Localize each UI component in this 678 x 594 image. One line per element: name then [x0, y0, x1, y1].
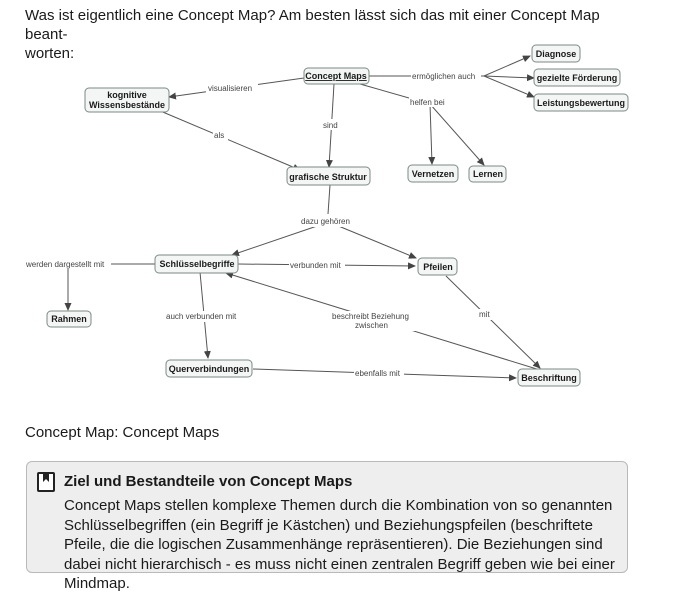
node-lernen: Lernen [468, 165, 507, 183]
node-kognitive-wissensbestaende: kognitive Wissensbestände [84, 87, 170, 113]
svg-text:Wissensbestände: Wissensbestände [89, 100, 165, 110]
node-leistungsbewertung: Leistungsbewertung [533, 93, 629, 112]
edge-label-verbunden: verbunden mit [290, 261, 341, 270]
svg-text:Vernetzen: Vernetzen [412, 169, 455, 179]
svg-text:Pfeilen: Pfeilen [423, 262, 453, 272]
svg-text:grafische Struktur: grafische Struktur [289, 172, 367, 182]
edge-dazu-root [327, 184, 331, 215]
svg-text:Querverbindungen: Querverbindungen [169, 364, 250, 374]
intro-text: Was ist eigentlich eine Concept Map? Am … [25, 6, 645, 63]
concept-map-diagram: visualisieren ermöglichen auch helfen be… [25, 44, 629, 387]
edge-labels: visualisieren ermöglichen auch helfen be… [25, 70, 493, 379]
edge-label-beschreibt-2: zwischen [355, 321, 388, 330]
node-beschriftung: Beschriftung [517, 368, 581, 387]
edge-label-als: als [214, 131, 224, 140]
svg-text:kognitive: kognitive [107, 90, 147, 100]
edge-als [157, 109, 301, 171]
node-grafische-struktur: grafische Struktur [286, 166, 371, 186]
info-box-title: Ziel und Bestandteile von Concept Maps [64, 473, 353, 490]
edge-dazu-pfeilen [335, 224, 417, 259]
svg-text:gezielte Förderung: gezielte Förderung [537, 73, 618, 83]
figure-caption: Concept Map: Concept Maps [25, 424, 220, 441]
node-diagnose: Diagnose [531, 44, 581, 63]
edge-label-dazu: dazu gehören [301, 217, 350, 226]
svg-text:Schlüsselbegriffe: Schlüsselbegriffe [159, 259, 234, 269]
edge-helfen-vernetzen [428, 103, 436, 165]
info-box: Ziel und Bestandteile von Concept Maps C… [26, 461, 628, 592]
svg-text:Lernen: Lernen [473, 169, 503, 179]
info-box-body: Concept Maps stellen komplexe Themen dur… [64, 497, 615, 592]
node-rahmen: Rahmen [46, 310, 92, 328]
book-icon [37, 472, 55, 492]
edge-label-ebenfalls: ebenfalls mit [355, 369, 401, 378]
svg-text:Beschriftung: Beschriftung [521, 373, 577, 383]
node-gezielte-foerderung: gezielte Förderung [533, 68, 621, 87]
node-pfeilen: Pfeilen [417, 257, 458, 276]
edge-label-sind: sind [323, 121, 338, 130]
intro-line-1: Was ist eigentlich eine Concept Map? Am … [25, 7, 600, 43]
svg-text:Diagnose: Diagnose [536, 49, 577, 59]
edge-label-mit: mit [479, 310, 490, 319]
edge-helfen-lernen [429, 103, 485, 166]
node-querverbindungen: Querverbindungen [165, 359, 253, 378]
edge-label-beschreibt-1: beschreibt Beziehung [332, 312, 409, 321]
node-schluesselbegriffe: Schlüsselbegriffe [154, 254, 239, 274]
edge-label-dargestellt: werden dargestellt mit [25, 260, 105, 269]
edge-label-visualisieren: visualisieren [208, 84, 252, 93]
edge-dazu-schluessel [231, 224, 321, 257]
edge-label-helfen: helfen bei [410, 98, 445, 107]
node-vernetzen: Vernetzen [407, 164, 459, 183]
edge-mit [445, 275, 541, 369]
svg-text:Concept Maps: Concept Maps [305, 71, 367, 81]
svg-text:Leistungsbewertung: Leistungsbewertung [537, 98, 625, 108]
svg-text:Rahmen: Rahmen [51, 314, 87, 324]
edge-ermoeglichen-foerderung [483, 74, 535, 82]
edge-ermoeglichen-leistung [483, 75, 535, 98]
node-concept-maps: Concept Maps [303, 67, 370, 85]
intro-line-2: worten: [25, 45, 75, 62]
edge-label-auch-verbunden: auch verbunden mit [166, 312, 237, 321]
edge-dargestellt [64, 263, 155, 311]
edge-label-ermoeglichen: ermöglichen auch [412, 72, 475, 81]
